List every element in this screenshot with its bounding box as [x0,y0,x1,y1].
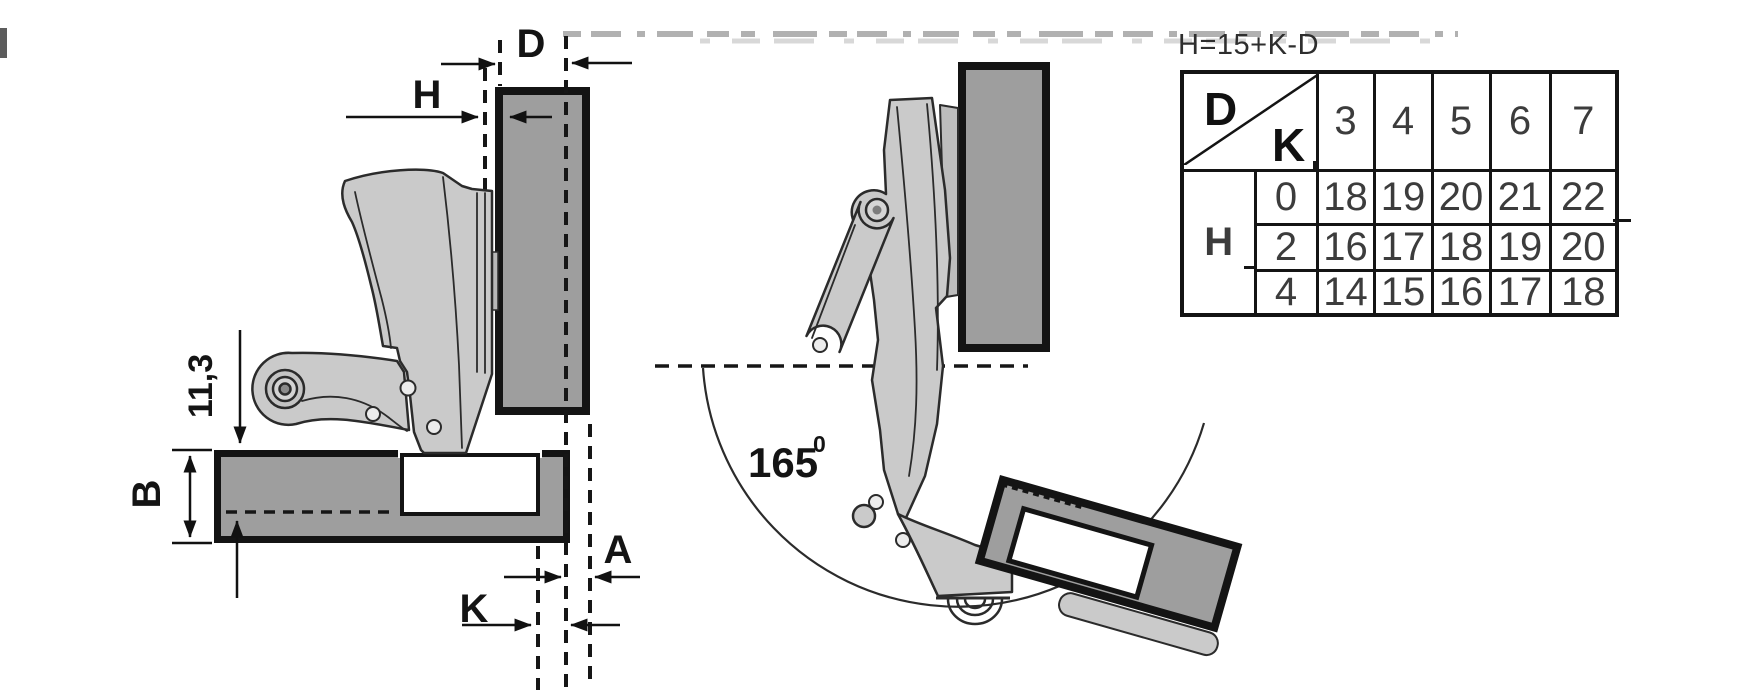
scan-artifacts [0,28,1458,58]
k-value: 0 [1253,168,1319,226]
hk-table-section: H=15+K-D D K 3 4 5 6 7 [1178,29,1631,317]
hinge-link-lever [805,200,895,354]
h-row-header: H [1180,168,1257,317]
h-cell: 17 [1488,268,1552,317]
h-cell: 16 [1315,222,1376,272]
h-cell: 14 [1315,268,1376,317]
h-cell: 20 [1548,222,1619,272]
h-cell: 18 [1430,222,1492,272]
corner-k-label: K [1272,119,1306,171]
label-b: B [125,480,169,509]
h-cell: 18 [1315,168,1376,226]
link-pivot-upper-axis [872,205,882,215]
k-value: 4 [1253,268,1319,317]
label-113: 11,3 [182,354,220,418]
table-formula: H=15+K-D [1178,29,1320,61]
hinge-body [341,168,494,455]
cabinet-panel [495,87,590,415]
hinge-closed [251,168,499,455]
d-col-header: 6 [1488,70,1552,172]
label-d: D [517,22,546,66]
d-col-header: 4 [1372,70,1434,172]
hinge-open [805,96,1014,598]
pivot-knuckle-axis [278,382,292,396]
d-col-header: 3 [1315,70,1376,172]
h-cell: 18 [1548,268,1619,317]
cabinet-panel-open-view [958,62,1050,352]
screw-holes-open [868,494,911,548]
table-tick-left [1244,266,1256,269]
open-knuckle [936,596,1010,626]
h-cell: 21 [1488,168,1552,226]
open-view: 165 0 [655,62,1243,657]
label-k: K [460,587,489,631]
link-detail-line [811,224,856,339]
h-cell: 19 [1488,222,1552,272]
screw-holes [365,379,442,435]
h-cell: 16 [1430,268,1492,317]
d-col-header: 5 [1430,70,1492,172]
spring-ear [851,503,877,529]
label-a: A [604,528,633,572]
label-h: H [413,73,442,117]
h-cell: 20 [1430,168,1492,226]
closed-view: D H K A B 11,3 [125,22,640,690]
hinge-cup-bore [400,453,540,516]
door-edge-serration [1000,479,1084,510]
h-cell: 15 [1372,268,1434,317]
table-tick-right [1613,219,1631,222]
k-value: 2 [1253,222,1319,272]
cup-bore-open [1005,505,1155,601]
dimension-lines [172,56,640,632]
corner-diagonal [1184,74,1319,165]
h-cell: 17 [1372,222,1434,272]
corner-cell: D K [1180,70,1319,172]
h-cell: 22 [1548,168,1619,226]
label-165: 165 [748,439,818,486]
hinge-flap [1058,592,1219,657]
link-pivot-lower [812,337,828,353]
label-165-sup: 0 [813,431,826,457]
h-cell: 19 [1372,168,1434,226]
table-tick-kdivider [1313,161,1318,169]
hinge-detail-lines [301,176,486,449]
reference-dashed-lines [483,36,592,690]
hinge-open-detail-lines [896,103,939,477]
hk-table: D K 3 4 5 6 7 H 0 18 19 20 21 22 2 16 [1180,70,1619,317]
corner-d-label: D [1204,83,1238,135]
d-col-header: 7 [1548,70,1619,172]
door-panel-open [974,475,1243,657]
